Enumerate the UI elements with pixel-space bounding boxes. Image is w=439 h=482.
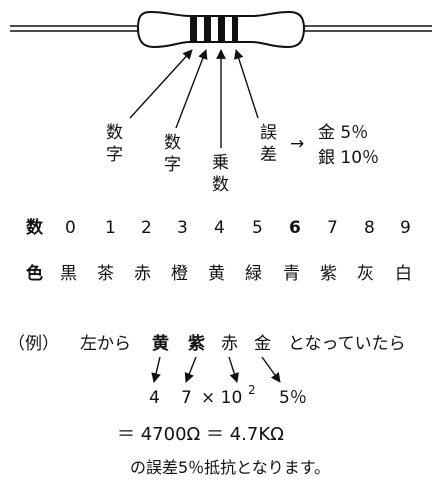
example-band-purple: 紫 (188, 334, 205, 354)
arrow-example-yellow (151, 356, 161, 383)
example-digit-a: 4 (149, 388, 160, 408)
example-percent: 5％ (279, 388, 307, 408)
band-2 (204, 16, 211, 42)
lead-wire-right (298, 25, 432, 32)
label-digit2-line1: 数 (164, 133, 181, 153)
color-name: 灰 (357, 264, 374, 284)
digit-value: 5 (252, 218, 263, 238)
example-times: × 10 (201, 388, 243, 408)
arrow-example-red (228, 356, 239, 383)
example-text: 左から (80, 334, 131, 354)
band-1 (190, 16, 197, 42)
color-name: 茶 (97, 264, 114, 284)
tolerance-arrow: → (290, 134, 305, 154)
example-band-red: 赤 (221, 334, 238, 354)
colors-row-header: 色 (26, 264, 43, 284)
example-digit-b: 7 (181, 388, 192, 408)
digit-value: 3 (177, 218, 188, 238)
color-name: 紫 (320, 264, 337, 284)
example-prefix: （例） (8, 334, 59, 354)
color-name: 青 (283, 264, 300, 284)
label-digit2-line2: 字 (164, 155, 181, 175)
digit-value: 4 (214, 218, 225, 238)
color-name: 橙 (171, 264, 188, 284)
color-name: 白 (395, 264, 412, 284)
label-tolerance-line1: 誤 (260, 123, 277, 143)
label-digit1-line1: 数 (106, 123, 123, 143)
example-exponent: 2 (248, 383, 256, 397)
example-result: ＝ 4700Ω ＝ 4.7KΩ (117, 424, 284, 445)
digit-value: 6 (289, 218, 301, 238)
color-name: 黄 (208, 264, 225, 284)
band-3 (218, 16, 225, 42)
band-4 (232, 16, 238, 42)
arrow-example-gold (261, 356, 281, 383)
color-name: 黒 (60, 264, 77, 284)
color-name: 緑 (245, 264, 262, 284)
example-band-yellow: 黄 (152, 334, 169, 354)
digit-value: 9 (400, 218, 411, 238)
label-multiplier-line1: 乗 (212, 153, 229, 173)
arrow-example-purple (184, 356, 197, 383)
example-conclusion: の誤差5％抵抗となります。 (130, 458, 331, 477)
digit-value: 7 (327, 218, 338, 238)
tolerance-gold: 金 5％ (318, 123, 369, 143)
digit-value: 1 (105, 218, 116, 238)
arrow-digit2 (175, 49, 208, 129)
label-tolerance-line2: 差 (260, 145, 277, 165)
digit-value: 8 (364, 218, 375, 238)
digits-row-header: 数 (26, 218, 43, 238)
label-digit1-line2: 字 (106, 145, 123, 165)
lead-wire-left (10, 25, 145, 32)
arrow-tolerance (234, 49, 259, 119)
color-name: 赤 (134, 264, 151, 284)
digit-value: 2 (141, 218, 152, 238)
example-band-gold: 金 (254, 334, 271, 354)
tolerance-silver: 銀 10％ (318, 148, 380, 168)
example-suffix: となっていたら (288, 334, 406, 354)
arrow-digit1 (129, 49, 193, 119)
label-multiplier-line2: 数 (212, 175, 229, 195)
digit-value: 0 (65, 218, 76, 238)
